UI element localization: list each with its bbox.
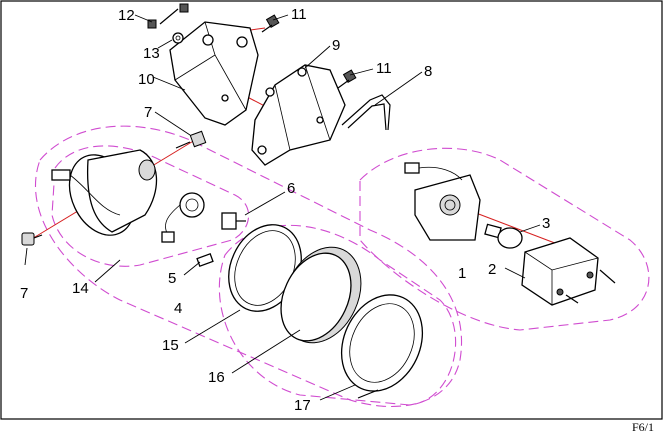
part-8-u-clip [341, 94, 391, 131]
part-14-headlight-housing [51, 149, 205, 243]
callout-6: 6 [287, 180, 295, 197]
part-17-rim [340, 294, 424, 399]
callout-15: 15 [162, 337, 179, 354]
callout-7-upper: 7 [144, 104, 152, 121]
page-reference: F6/1 [632, 420, 654, 434]
part-2-tail-lens [521, 237, 599, 306]
diagram-frame [0, 0, 663, 420]
part-1-taillight-base [404, 162, 481, 241]
part-11-screw-lower [337, 69, 357, 89]
callout-12: 12 [118, 7, 135, 24]
callout-4: 4 [174, 300, 182, 317]
callout-8: 8 [424, 63, 432, 80]
part-6-bulb [221, 212, 246, 230]
part-3-tail-bulb [484, 223, 523, 249]
group-outline-headlight [34, 125, 462, 408]
part-16-lens [280, 246, 362, 344]
part-7-bolt-lower [21, 232, 43, 246]
callout-11-lower: 11 [376, 60, 392, 77]
callout-14: 14 [72, 280, 89, 297]
callout-10: 10 [138, 71, 155, 88]
callout-2: 2 [488, 261, 496, 278]
callout-16: 16 [208, 369, 225, 386]
part-5-pilot-bulb [196, 253, 214, 267]
part-11-screw-upper [261, 14, 280, 33]
callout-5: 5 [168, 270, 176, 287]
callout-17: 17 [294, 397, 311, 414]
part-7-bolt-upper [175, 130, 207, 149]
callout-7-lower: 7 [20, 285, 28, 302]
part-10-bracket [169, 21, 259, 126]
group-outline-taillight [359, 147, 650, 331]
callout-3: 3 [542, 215, 550, 232]
part-12-screw-b [147, 19, 157, 29]
callout-9: 9 [332, 37, 340, 54]
callout-11-upper: 11 [291, 6, 307, 23]
part-9-mount-plate [251, 64, 346, 166]
part-13-washer [172, 32, 184, 44]
leader-lines [24, 14, 541, 401]
group-outline-rim-assembly [218, 224, 457, 406]
part-12-screw [159, 3, 189, 25]
callout-1: 1 [458, 265, 466, 282]
callout-13: 13 [143, 45, 160, 62]
group-outline-housing [51, 145, 250, 267]
part-2-screw [565, 269, 616, 304]
